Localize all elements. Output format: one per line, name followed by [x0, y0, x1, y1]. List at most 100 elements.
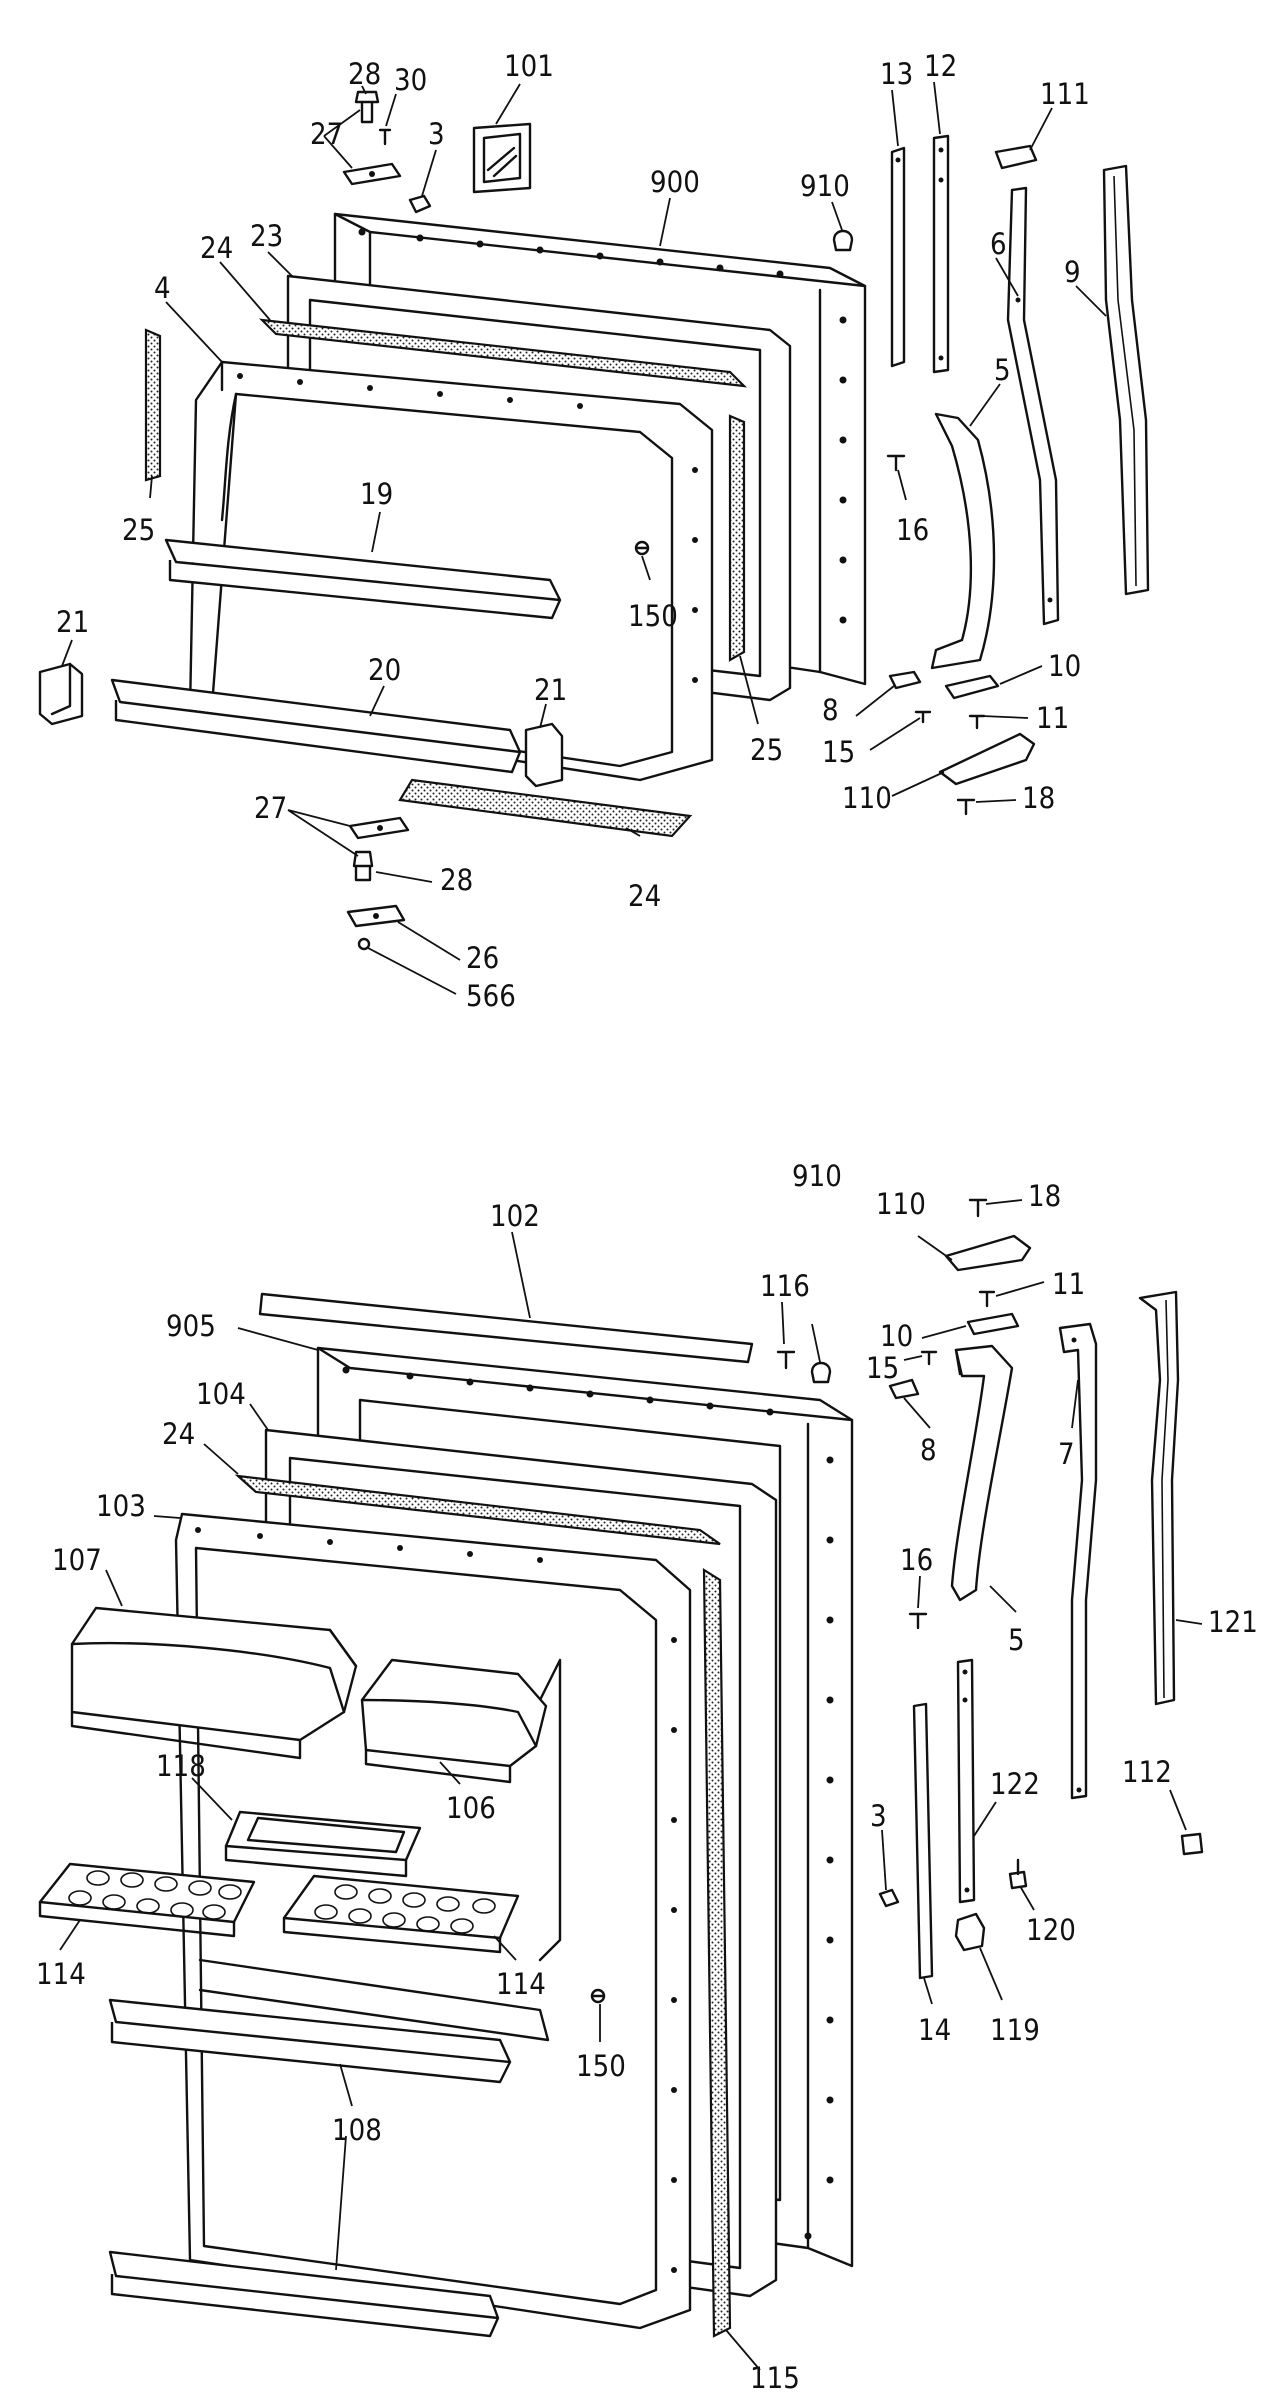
- callout-5-bottom: 5: [1008, 1623, 1025, 1657]
- callout-12: 12: [924, 49, 957, 83]
- callout-24-top: 24: [200, 231, 233, 265]
- egg-tray-114-left: [38, 1862, 256, 1938]
- callout-4: 4: [154, 271, 171, 305]
- callout-110-bottom: 110: [876, 1187, 926, 1221]
- callout-11-bottom: 11: [1052, 1267, 1085, 1301]
- callout-25-left: 25: [122, 513, 155, 547]
- callout-15-top: 15: [822, 735, 855, 769]
- callout-150-bottom: 150: [576, 2049, 626, 2083]
- callout-24-bottom: 24: [628, 879, 661, 913]
- hinge-plate-10-top: [944, 674, 1000, 700]
- screw-120: [1008, 1858, 1028, 1890]
- hinge-bar-13: [890, 146, 906, 368]
- callout-110-top: 110: [842, 781, 892, 815]
- callout-5-top: 5: [994, 353, 1011, 387]
- gasket-strip-24-top: [259, 318, 747, 388]
- shelf-rail-20: [110, 678, 522, 774]
- callout-27-bottom: 27: [254, 791, 287, 825]
- callout-28-bottom: 28: [440, 863, 473, 897]
- callout-114-left: 114: [36, 1957, 86, 1991]
- shelf-rail-108-upper: [108, 1998, 512, 2084]
- callout-19: 19: [360, 477, 393, 511]
- callout-6: 6: [990, 227, 1007, 261]
- callout-111: 111: [1040, 77, 1090, 111]
- callout-24-bottom-door: 24: [162, 1417, 195, 1451]
- callout-15-bottom: 15: [866, 1351, 899, 1385]
- callout-9: 9: [1064, 255, 1081, 289]
- callout-8-top: 8: [822, 693, 839, 727]
- door-stop-119: [954, 1912, 986, 1952]
- callout-905: 905: [166, 1309, 216, 1343]
- plug-3-top: [408, 194, 432, 214]
- clip-112: [1180, 1832, 1204, 1856]
- fresh-food-door-assembly: [38, 1198, 1204, 2371]
- callout-30: 30: [394, 63, 427, 97]
- callout-121: 121: [1208, 1605, 1258, 1639]
- screw-150-bottom: [590, 1988, 606, 2004]
- callout-7: 7: [1058, 1437, 1075, 1471]
- gasket-channel-9: [1102, 164, 1150, 596]
- callout-103: 103: [96, 1489, 146, 1523]
- hinge-bushing-8-bottom: [888, 1378, 920, 1400]
- callout-910-top: 910: [800, 169, 850, 203]
- screw-116: [776, 1350, 796, 1370]
- screw-16-bottom: [908, 1612, 928, 1630]
- shelf-rail-19: [164, 538, 562, 620]
- callout-23: 23: [250, 219, 283, 253]
- screw-18-top: [956, 798, 976, 816]
- callout-28-top: 28: [348, 57, 381, 91]
- callout-102: 102: [490, 1199, 540, 1233]
- egg-tray-114-right: [282, 1874, 520, 1954]
- leader-lines-bottom: [59, 1199, 1203, 2371]
- butter-tray-118: [224, 1810, 422, 1878]
- hinge-bar-14: [912, 1702, 934, 1980]
- hinge-bar-12: [932, 134, 950, 374]
- callout-101: 101: [504, 49, 554, 83]
- covered-bin-107: [70, 1606, 358, 1760]
- hinge-bracket-26: [346, 904, 406, 928]
- hinge-plate-10-bottom: [966, 1312, 1020, 1336]
- callout-3-top: 3: [428, 117, 445, 151]
- callout-18-bottom: 18: [1028, 1179, 1061, 1213]
- shelf-end-cap-21-right: [524, 722, 564, 788]
- handle-101: [472, 122, 532, 194]
- callout-106: 106: [446, 1791, 496, 1825]
- hinge-arm-5-bottom: [950, 1344, 1014, 1602]
- shelf-end-cap-21-left: [38, 662, 84, 726]
- callout-910-bottom: 910: [792, 1159, 842, 1193]
- callout-14: 14: [918, 2013, 951, 2047]
- hinge-arm-5-top: [930, 412, 996, 670]
- callout-122: 122: [990, 1767, 1040, 1801]
- callout-3-bottom: 3: [870, 1799, 887, 1833]
- gasket-strip-25-right: [728, 414, 746, 662]
- callout-107: 107: [52, 1543, 102, 1577]
- callout-27-top: 27: [310, 117, 343, 151]
- plug-910-bottom: [810, 1361, 832, 1384]
- covered-bin-106: [360, 1658, 548, 1784]
- gasket-strip-24-bottom-door: [234, 1474, 721, 1546]
- callout-900: 900: [650, 165, 700, 199]
- hinge-cover-110-bottom: [944, 1234, 1032, 1272]
- gasket-strip-24-bottom: [398, 778, 693, 838]
- callout-115: 115: [750, 2361, 800, 2395]
- gasket-channel-121: [1138, 1290, 1180, 1706]
- gasket-strip-115: [702, 1567, 732, 2338]
- trim-strip-102: [258, 1292, 754, 1364]
- callout-26: 26: [466, 941, 499, 975]
- screw-30: [378, 128, 392, 146]
- hinge-bushing-27-top: [342, 162, 402, 186]
- freezer-door-assembly: [38, 81, 1150, 995]
- screw-150: [634, 540, 650, 556]
- callout-8-bottom: 8: [920, 1433, 937, 1467]
- hinge-bar-6: [1006, 186, 1060, 626]
- hinge-bushing-27-bottom: [348, 816, 410, 840]
- callout-120: 120: [1026, 1913, 1076, 1947]
- hinge-bar-7: [1058, 1322, 1098, 1800]
- callout-labels: 101 28 30 27 3 900 910 13 12 111 23 24 4…: [36, 49, 1258, 2395]
- bracket-111: [994, 144, 1038, 170]
- callout-20: 20: [368, 653, 401, 687]
- screw-16-top: [886, 454, 906, 472]
- callout-108: 108: [332, 2113, 382, 2147]
- hinge-pin-28-bottom: [352, 850, 374, 882]
- screw-18-bottom: [968, 1198, 988, 1218]
